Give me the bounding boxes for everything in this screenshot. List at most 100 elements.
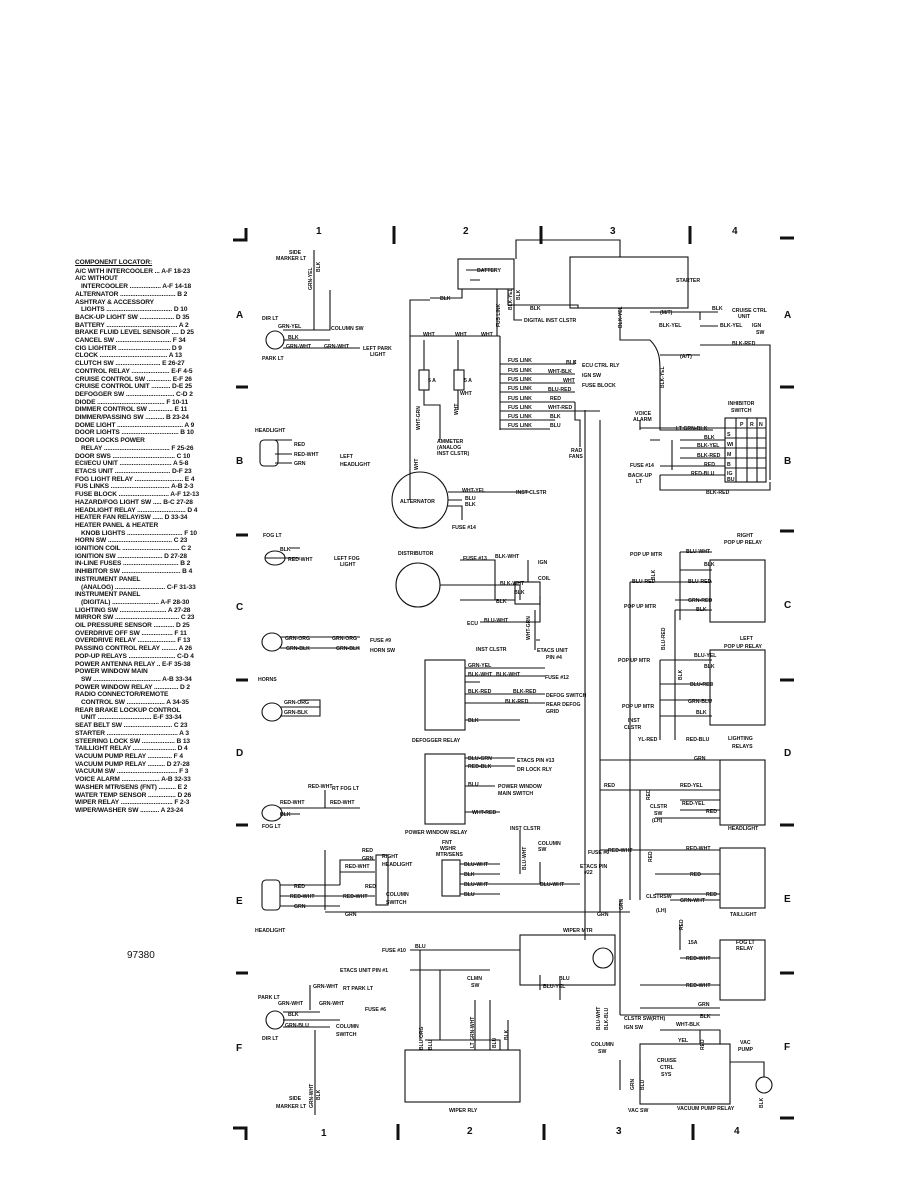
col-label-3: 3 [610,226,616,237]
lbl-taillight: TAILLIGHT [730,912,758,918]
w-red-6: RED [294,884,305,890]
lbl-left-popup2: POP UP RELAY [724,644,762,650]
locator-entry: A/C WITH INTERCOOLER ... A-F 18-23 [75,267,191,275]
inh-m: M [727,452,731,458]
lbl-cruise-sys3: SYS [661,1072,672,1078]
locator-entry: HEATER FAN RELAY/SW ...... D 33-34 [75,514,188,522]
locator-entry: RADIO CONNECTOR/REMOTE [75,691,169,699]
lbl-clstrsw2: (LH) [656,908,667,914]
lbl-vac-pump-relay: VACUUM PUMP RELAY [677,1106,735,1112]
lbl-clstr-sw-lh2: SW [654,811,662,817]
vw-blk-6: BLK [759,1097,765,1108]
locator-entry: DIODE ..................................… [75,398,189,406]
inh-r: R [750,422,754,428]
vw-blu-wht-2: BLU-WHT [596,1007,602,1030]
lbl-5a-1: 5 A [428,378,436,384]
lbl-dir-lt-2: DIR LT [262,1036,279,1042]
lbl-lighting-relays2: RELAYS [732,744,753,750]
locator-entry: SW .....................................… [81,675,192,683]
locator-entry: WIPER RELAY ............................… [75,799,190,807]
locator-entry: CONTROL RELAY ...................... E-F… [75,367,193,375]
row-label-f-right: F [784,1042,790,1053]
w-blk-wht: BLK-WHT [495,554,520,560]
w-blk-12: BLK [468,718,479,724]
w-blk-13: BLK [280,812,291,818]
lbl-alternator: ALTERNATOR [400,499,435,505]
locator-entry: REAR BRAKE LOCKUP CONTROL [75,706,181,714]
lbl-popup-mtr-3: POP UP MTR [618,658,650,664]
locator-entry: PASSING CONTROL RELAY ......... A 26 [75,645,192,653]
w-grn-wht-3: GRN-WHT [313,984,339,990]
locator-title: COMPONENT LOCATOR: [75,259,153,266]
w-red-wht-2: RED-WHT [288,557,313,563]
w-wht-3: WHT [481,332,494,338]
w-grn-org: GRN-ORG [285,636,310,642]
lbl-left: LEFT [340,454,354,460]
locator-entry: INSTRUMENT PANEL [75,575,141,583]
vw-blu: BLU [428,1039,434,1050]
lbl-inhibitor2: SWITCH [731,408,752,414]
locator-entry: VACUUM SW ..............................… [75,768,189,776]
lbl-right-hl2: HEADLIGHT [382,862,413,868]
w-grn-7: GRN [698,1002,710,1008]
locator-entry: FUS LINKS ..............................… [75,483,194,491]
w-wht-yel: WHT-YEL [462,488,486,494]
locator-entry: CIG LIGHTER ............................… [75,344,182,352]
w-red-wht-10: RED-WHT [686,846,711,852]
w-blk-wht-4: BLK-WHT [496,672,521,678]
w-grn-5: GRN [597,912,609,918]
row-label-c-right: C [784,600,791,611]
component-locator: COMPONENT LOCATOR: A/C WITH INTERCOOLER … [75,259,250,815]
locator-entry: DOOR LIGHTS ............................… [75,429,194,437]
lbl-backup-lt: BACK-UP [628,473,652,479]
col-label-4: 4 [732,226,738,237]
lbl-dir-lt: DIR LT [262,316,279,322]
w-blk-15: BLK [288,1012,299,1018]
lbl-fus-link-2: FUS LINK [508,368,532,374]
w-grn-wht-4: GRN-WHT [278,1001,304,1007]
lbl-side-marker-top2: MARKER LT [276,256,307,262]
w-grn-1: GRN [294,461,306,467]
lbl-side-marker-bottom: SIDE [289,1096,302,1102]
lbl-fuse-10: FUSE #10 [382,948,406,954]
w-blk-9: BLK [280,547,291,553]
w-grn-org-2: GRN-ORG [332,636,357,642]
locator-entry: MIRROR SW ..............................… [75,614,195,622]
vw-blk-yel-3: BLK-YEL [660,366,666,388]
lbl-pw-main: POWER WINDOW [498,784,542,790]
lbl-popup-mtr-1: POP UP MTR [630,552,662,558]
w-red-4: RED [362,848,373,854]
lbl-fus-link-1: FUS LINK [508,358,532,364]
lbl-fuse-13: FUSE #13 [463,556,487,562]
locator-entry: OIL PRESSURE SENSOR ............ D 25 [75,622,190,630]
locator-entry: CLOCK ..................................… [75,352,182,360]
w-blk-20: BLK [700,1014,711,1020]
vw-red-4: RED [700,1039,706,1050]
w-lt-grn-blk: LT GRN-BLK [676,426,708,432]
lbl-popup-mtr-2: POP UP MTR [624,604,656,610]
w-red-wht-3: RED-WHT [308,784,333,790]
left-popup-relay-box [709,649,766,726]
w-red-3: RED [294,442,305,448]
lbl-etacs-pin-22: ETACS PIN [580,864,608,870]
locator-entry: VOICE ALARM ...................... A-B 3… [75,776,191,784]
w-red-1: RED [550,396,561,402]
locator-entry: OVERDRIVE OFF SW .................. F 11 [75,629,187,637]
w-red-wht-5: RED-WHT [330,800,355,806]
locator-entry: TAILLIGHT RELAY ........................… [75,745,188,753]
lbl-fuse-6-a: FUSE #6 [588,850,609,856]
vw-grn-yel: GRN-YEL [308,268,314,291]
lbl-park-lt: PARK LT [262,356,285,362]
locator-entry: VACUUM PUMP RELAY .............. F 4 [75,753,183,760]
col-label-2-bottom: 2 [467,1126,473,1137]
w-blk-5: BLK [566,360,577,366]
lbl-ign-sw-1: IGN [752,323,761,329]
inh-s: S [727,432,731,438]
locator-entry: A/C WITHOUT [75,275,118,283]
vw-fus-link: FUS LINK [496,304,502,327]
w-grn-4: GRN [345,912,357,918]
lbl-rt-fog-lt: RT FOG LT [332,786,360,792]
w-blk-yel-3: BLK-YEL [697,443,720,449]
lbl-ign-sw-3: IGN SW [624,1025,643,1031]
